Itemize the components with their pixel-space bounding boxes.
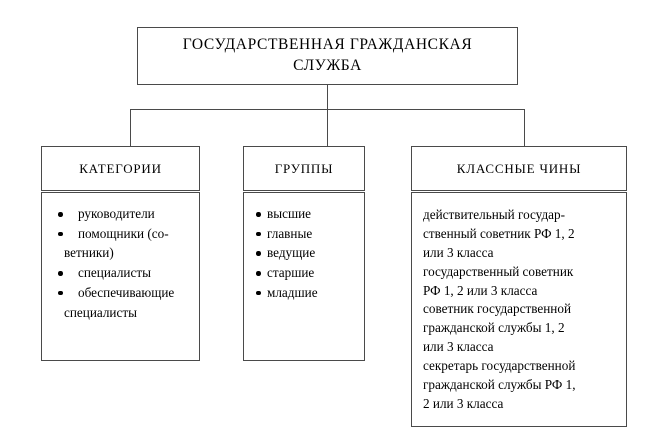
list-item: специалисты <box>52 264 193 283</box>
list-item: главные <box>256 225 358 244</box>
ranks-list: действительный государ- ственный советни… <box>412 193 626 414</box>
connector-title-stem <box>327 85 328 109</box>
list-item-continuation: специалисты <box>64 304 137 320</box>
list-item: ведущие <box>256 244 358 263</box>
rank-line: или 3 класса <box>423 339 494 355</box>
header-box-categories: КАТЕГОРИИ <box>41 146 200 191</box>
rank-line: гражданской службы 1, 2 <box>423 320 565 336</box>
rank-line: РФ 1, 2 или 3 класса <box>423 282 538 298</box>
body-box-ranks: действительный государ- ственный советни… <box>411 192 627 427</box>
rank-line: или 3 класса <box>423 244 494 260</box>
rank-line: 2 или 3 класса <box>423 395 504 411</box>
header-label-categories: КАТЕГОРИИ <box>79 160 162 176</box>
list-item: старшие <box>256 264 358 283</box>
header-label-groups: ГРУППЫ <box>274 160 334 176</box>
connector-drop-groups <box>327 109 328 146</box>
title-box: ГОСУДАРСТВЕННАЯ ГРАЖДАНСКАЯ СЛУЖБА <box>137 27 518 85</box>
body-box-groups: высшие главные ведущие старшие младшие <box>243 192 365 361</box>
groups-list: высшие главные ведущие старшие младшие <box>244 193 364 303</box>
rank-line: секретарь государственной <box>423 358 576 373</box>
connector-drop-ranks <box>524 109 525 146</box>
rank-line: ственный советник РФ 1, 2 <box>423 225 575 241</box>
list-item: обеспечивающие <box>52 284 193 303</box>
rank-line: государственный советник <box>423 263 574 279</box>
list-item: помощники (со- <box>52 225 193 244</box>
rank-line: действительный государ- <box>423 207 565 222</box>
categories-list: руководители помощники (со- ветники) спе… <box>42 193 199 322</box>
list-item: высшие <box>256 205 358 224</box>
header-label-ranks: КЛАССНЫЕ ЧИНЫ <box>456 160 582 176</box>
rank-line: советник государственной <box>423 301 572 317</box>
page-title: ГОСУДАРСТВЕННАЯ ГРАЖДАНСКАЯ СЛУЖБА <box>182 36 473 74</box>
rank-line: гражданской службы РФ 1, <box>423 376 576 392</box>
list-item: младшие <box>256 284 358 303</box>
list-item-continuation: ветники) <box>64 245 114 261</box>
connector-drop-categories <box>130 109 131 146</box>
body-box-categories: руководители помощники (со- ветники) спе… <box>41 192 200 361</box>
header-box-groups: ГРУППЫ <box>243 146 365 191</box>
list-item: руководители <box>52 205 193 224</box>
header-box-ranks: КЛАССНЫЕ ЧИНЫ <box>411 146 627 191</box>
